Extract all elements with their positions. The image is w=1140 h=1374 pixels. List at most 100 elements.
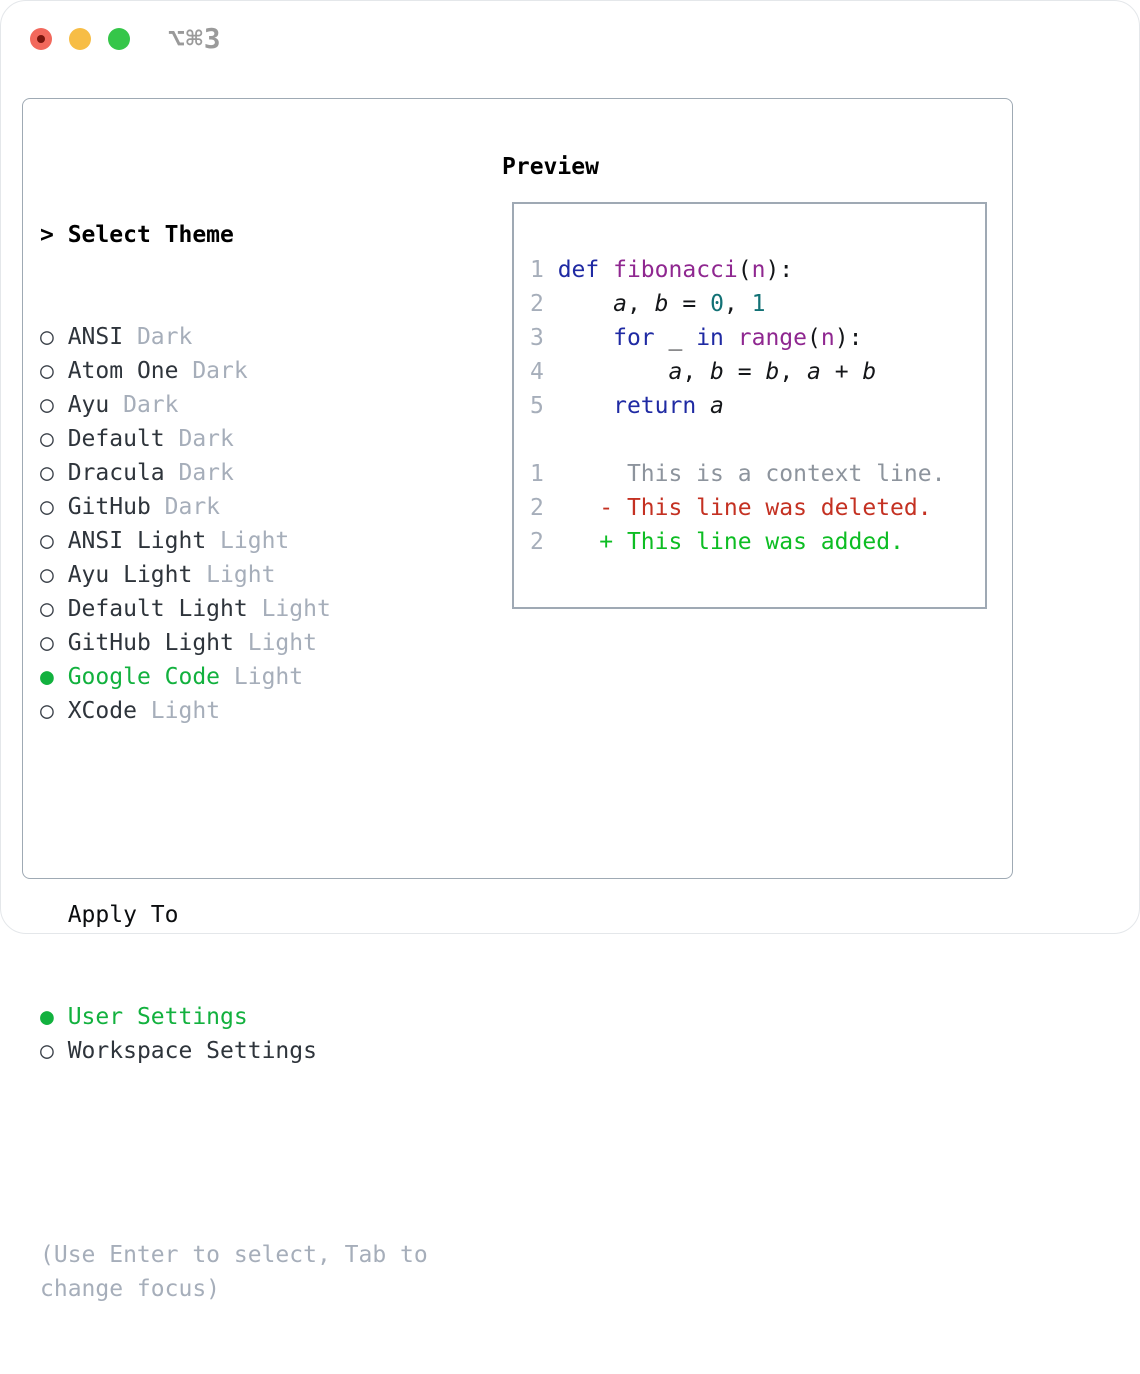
radio-icon: ○ [40, 494, 68, 520]
preview-header: Preview [502, 154, 599, 180]
theme-option[interactable]: ○ Default Dark [40, 422, 428, 456]
code-line: 3 for _ in range(n): [530, 321, 985, 355]
radio-icon: ○ [40, 630, 68, 656]
code-token: + [820, 359, 863, 385]
theme-option[interactable]: ○ GitHub Light Light [40, 626, 428, 660]
code-token: ): [834, 325, 863, 351]
apply-to-option[interactable]: ● User Settings [40, 1000, 428, 1034]
theme-option[interactable]: ○ XCode Light [40, 694, 428, 728]
apply-to-header-row: Apply To [40, 898, 428, 932]
theme-option[interactable]: ○ Dracula Dark [40, 456, 428, 490]
apply-to-option[interactable]: ○ Workspace Settings [40, 1034, 428, 1068]
theme-option[interactable]: ○ ANSI Dark [40, 320, 428, 354]
code-token: ): [765, 257, 794, 283]
code-token: = [723, 359, 766, 385]
line-number: 2 [530, 529, 558, 555]
radio-icon: ○ [40, 528, 68, 554]
theme-variant: Light [247, 596, 331, 622]
code-token: b [710, 359, 724, 385]
code-token: fibonacci [613, 257, 738, 283]
line-number: 5 [530, 393, 558, 419]
theme-name: Atom One [67, 358, 179, 384]
code-token [724, 325, 738, 351]
line-number: 1 [530, 257, 558, 283]
code-token: a [668, 359, 683, 385]
hint-line: change focus) [40, 1276, 221, 1302]
code-token: 1 [751, 291, 766, 317]
radio-selected-icon: ● [40, 1004, 68, 1030]
line-number: 2 [530, 291, 558, 317]
code-token: - This line was deleted. [557, 495, 932, 521]
code-token [558, 325, 613, 351]
theme-variant: Light [136, 698, 221, 724]
radio-icon: ○ [40, 562, 68, 588]
theme-variant: Light [220, 664, 304, 690]
theme-option[interactable]: ○ ANSI Light Light [40, 524, 428, 558]
theme-name: Ayu Light [67, 562, 193, 588]
code-token [696, 393, 710, 419]
line-number: 4 [530, 359, 558, 385]
radio-icon: ○ [40, 324, 68, 350]
apply-to-label: User Settings [67, 1004, 248, 1030]
theme-variant: Dark [150, 494, 221, 520]
code-token: = [668, 291, 711, 317]
radio-icon: ○ [40, 460, 68, 486]
radio-icon: ○ [40, 426, 68, 452]
radio-icon: ○ [40, 596, 68, 622]
code-token: def [557, 257, 600, 283]
theme-option[interactable]: ○ Ayu Dark [40, 388, 428, 422]
theme-option[interactable]: ○ GitHub Dark [40, 490, 428, 524]
code-line: 2 a, b = 0, 1 [530, 287, 985, 321]
minimize-button[interactable] [69, 28, 91, 50]
code-token: for [613, 325, 655, 351]
theme-name: GitHub [67, 494, 151, 520]
hint-line: (Use Enter to select, Tab to [40, 1242, 428, 1268]
theme-list: ○ ANSI Dark○ Atom One Dark○ Ayu Dark○ De… [40, 320, 428, 728]
theme-name: Default Light [67, 596, 248, 622]
code-token: ( [807, 325, 821, 351]
theme-list-header-row: > Select Theme [40, 218, 428, 252]
code-token: , [626, 291, 655, 317]
theme-name: Google Code [67, 664, 221, 690]
code-token: b [654, 291, 669, 317]
theme-variant: Dark [178, 358, 248, 384]
close-button[interactable] [30, 28, 52, 50]
code-token: a [807, 359, 821, 385]
theme-option[interactable]: ○ Ayu Light Light [40, 558, 428, 592]
apply-to-list: ● User Settings○ Workspace Settings [40, 1000, 428, 1068]
theme-option[interactable]: ○ Default Light Light [40, 592, 428, 626]
theme-option[interactable]: ○ Atom One Dark [40, 354, 428, 388]
code-token: range [737, 325, 807, 351]
blank-line [530, 219, 985, 253]
code-token [558, 393, 613, 419]
code-token [599, 257, 613, 283]
code-line: 1 def fibonacci(n): [530, 253, 985, 287]
theme-name: XCode [67, 698, 137, 724]
code-token: , [723, 291, 752, 317]
code-token: n [751, 257, 766, 283]
radio-selected-icon: ● [40, 664, 68, 690]
zoom-button[interactable] [108, 28, 130, 50]
code-token: , [779, 359, 808, 385]
theme-variant: Light [206, 528, 290, 554]
theme-option[interactable]: ● Google Code Light [40, 660, 428, 694]
code-token: b [765, 359, 780, 385]
code-token: + This line was added. [557, 529, 904, 555]
theme-name: GitHub Light [67, 630, 234, 656]
radio-icon: ○ [40, 392, 68, 418]
left-column: > Select Theme ○ ANSI Dark○ Atom One Dar… [40, 150, 428, 1374]
code-token: return [613, 393, 697, 419]
theme-name: ANSI [67, 324, 124, 350]
line-number: 2 [530, 495, 558, 521]
theme-variant: Dark [164, 426, 234, 452]
line-number: 1 [530, 461, 558, 487]
code-token: b [862, 359, 877, 385]
code-token: _ [654, 325, 697, 351]
theme-name: Dracula [67, 460, 165, 486]
theme-picker-panel: > Select Theme ○ ANSI Dark○ Atom One Dar… [22, 98, 1013, 1302]
indent [40, 902, 68, 928]
theme-name: ANSI Light [67, 528, 207, 554]
theme-variant: Light [233, 630, 317, 656]
apply-to-label: Workspace Settings [67, 1038, 317, 1064]
line-number: 3 [530, 325, 558, 351]
